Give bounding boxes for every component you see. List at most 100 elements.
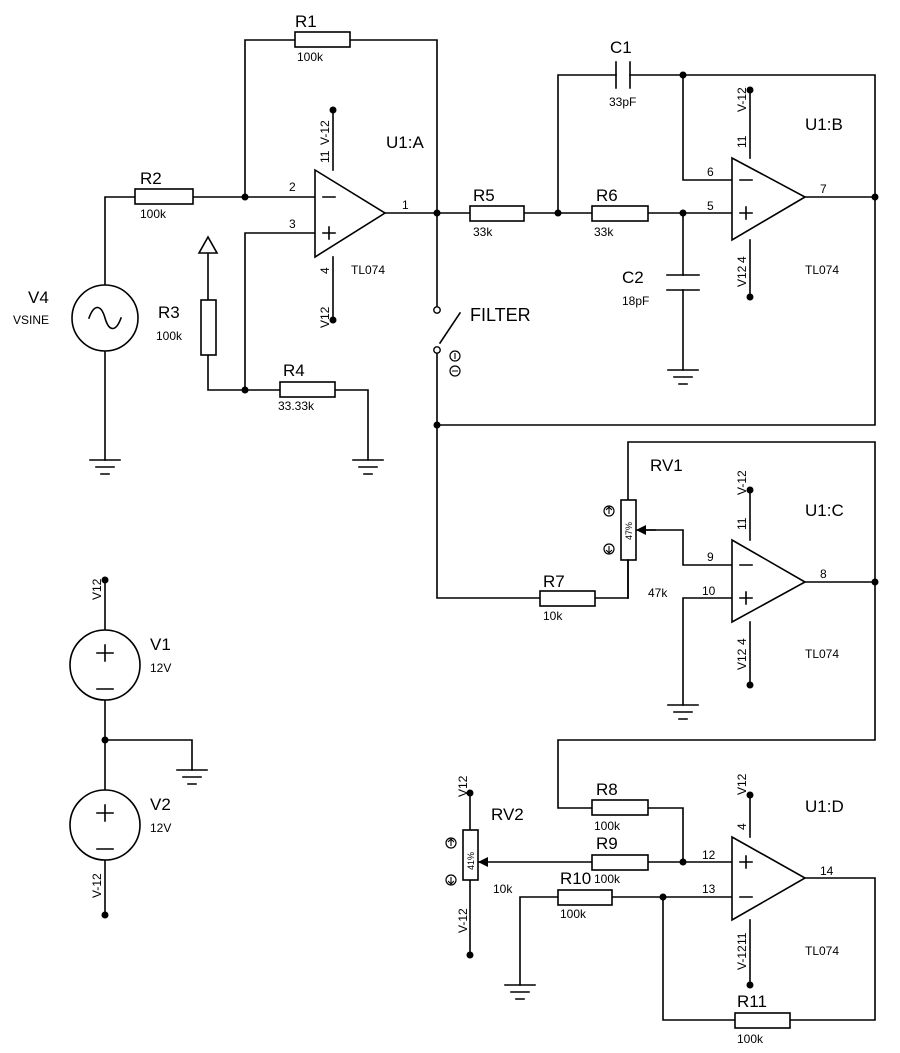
- u1a-part: TL074: [351, 263, 385, 277]
- resistor-r6[interactable]: R6 33k: [591, 186, 649, 239]
- r8-label: R8: [596, 780, 618, 799]
- u1b-pin-out: 7: [820, 182, 827, 196]
- switch-toggle-icon[interactable]: [449, 350, 461, 377]
- v1-value: 12V: [150, 661, 171, 675]
- v2-bottom-rail: V-12: [90, 873, 104, 898]
- u1a-pin-inv: 2: [289, 180, 296, 194]
- opamp-u1c[interactable]: U1:C TL074 9 10 8 11 4 V-12 V12: [702, 470, 844, 670]
- r3-value: 100k: [156, 329, 183, 343]
- u1b-pin-vpos: 11: [735, 135, 749, 148]
- opamp-u1a[interactable]: U1:A TL074 2 3 1 11 4 V-12 V12: [289, 120, 424, 328]
- rv1-label: RV1: [650, 456, 683, 475]
- v2-value: 12V: [150, 821, 171, 835]
- arrow-down-icon[interactable]: [603, 543, 615, 555]
- u1a-rail-top: V-12: [318, 120, 332, 145]
- ground-symbols: [89, 369, 699, 1000]
- resistor-r7[interactable]: R7 10k: [539, 572, 596, 623]
- r11-label: R11: [737, 992, 767, 1011]
- v1-label: V1: [150, 635, 171, 654]
- r3-label: R3: [158, 303, 180, 322]
- u1a-pin-out: 1: [402, 198, 409, 212]
- c2-value: 18pF: [622, 294, 649, 308]
- r10-value: 100k: [560, 907, 587, 921]
- potentiometer-rv2[interactable]: 41% RV2 10k V12 V-12: [445, 775, 524, 933]
- u1d-label: U1:D: [805, 797, 844, 816]
- resistor-r9[interactable]: R9 100k: [591, 834, 649, 886]
- rv2-value: 10k: [493, 882, 513, 896]
- r1-value: 100k: [297, 50, 324, 64]
- switch-label: FILTER: [470, 305, 531, 325]
- resistor-r1[interactable]: R1 100k: [294, 12, 351, 64]
- ground-icon: [176, 769, 208, 785]
- r2-value: 100k: [140, 207, 167, 221]
- ground-icon: [89, 459, 121, 475]
- u1b-pin-noninv: 5: [707, 199, 714, 213]
- source-v2[interactable]: V2 12V V-12: [69, 789, 171, 898]
- rv1-value: 47k: [648, 586, 668, 600]
- opamp-u1d[interactable]: U1:D TL074 13 12 14 4 11 V12 V-12: [702, 773, 844, 970]
- r9-value: 100k: [594, 872, 621, 886]
- r7-label: R7: [543, 572, 565, 591]
- u1d-pin-vneg: 11: [735, 932, 749, 945]
- u1c-pin-vneg: 4: [735, 638, 749, 645]
- resistor-r2[interactable]: R2 100k: [134, 169, 194, 221]
- rv2-label: RV2: [491, 805, 524, 824]
- resistor-r8[interactable]: R8 100k: [591, 780, 649, 833]
- r4-label: R4: [283, 361, 305, 380]
- u1d-pin-inv: 13: [702, 882, 716, 896]
- resistor-r4[interactable]: R4 33.33k: [278, 361, 336, 413]
- source-v4[interactable]: V4 VSINE: [13, 284, 139, 352]
- r11-value: 100k: [737, 1032, 764, 1046]
- resistor-r11[interactable]: R11 100k: [734, 992, 791, 1046]
- u1b-rail-top: V-12: [735, 87, 749, 112]
- u1c-rail-top: V-12: [735, 470, 749, 495]
- v2-label: V2: [150, 795, 171, 814]
- resistor-r3[interactable]: R3 100k: [156, 235, 219, 356]
- rv2-top-rail: V12: [456, 775, 470, 797]
- u1c-pin-inv: 9: [707, 550, 714, 564]
- u1d-pin-out: 14: [820, 864, 834, 878]
- u1a-pin-noninv: 3: [289, 217, 296, 231]
- ground-icon: [667, 369, 699, 385]
- potentiometer-rv1[interactable]: 47% RV1 47k: [603, 456, 683, 600]
- ground-icon: [667, 704, 699, 720]
- u1b-part: TL074: [805, 263, 839, 277]
- c1-value: 33pF: [609, 95, 636, 109]
- rv1-percent: 47%: [624, 522, 634, 540]
- u1c-label: U1:C: [805, 501, 844, 520]
- u1b-pin-vneg: 4: [735, 256, 749, 263]
- resistor-r5[interactable]: R5 33k: [469, 186, 525, 239]
- u1d-pin-vpos: 4: [735, 823, 749, 830]
- u1d-pin-noninv: 12: [702, 848, 716, 862]
- ground-icon: [352, 459, 384, 475]
- r5-label: R5: [473, 186, 495, 205]
- capacitor-c1[interactable]: C1 33pF: [609, 38, 636, 109]
- u1d-part: TL074: [805, 944, 839, 958]
- r7-value: 10k: [543, 609, 563, 623]
- u1b-rail-bottom: V12: [735, 265, 749, 287]
- rv2-percent: 41%: [466, 852, 476, 870]
- opamp-u1b[interactable]: U1:B TL074 6 5 7 11 4 V-12 V12: [707, 87, 843, 287]
- capacitor-c2[interactable]: C2 18pF: [622, 268, 700, 308]
- v1-top-rail: V12: [90, 578, 104, 600]
- r8-value: 100k: [594, 819, 621, 833]
- r6-label: R6: [596, 186, 618, 205]
- r4-value: 33.33k: [278, 399, 315, 413]
- r6-value: 33k: [594, 225, 614, 239]
- c1-label: C1: [610, 38, 632, 57]
- switch-filter[interactable]: FILTER: [433, 305, 531, 377]
- u1a-rail-bottom: V12: [318, 306, 332, 328]
- u1a-pin-vpos: 11: [318, 150, 332, 163]
- u1c-pin-vpos: 11: [735, 517, 749, 530]
- r5-value: 33k: [473, 225, 493, 239]
- u1c-part: TL074: [805, 647, 839, 661]
- arrow-up-icon[interactable]: [445, 837, 457, 849]
- r1-label: R1: [295, 12, 317, 31]
- resistor-r10[interactable]: R10 100k: [557, 869, 613, 921]
- arrow-up-icon[interactable]: [603, 505, 615, 517]
- source-v1[interactable]: V1 12V V12: [69, 578, 171, 701]
- u1b-pin-inv: 6: [707, 165, 714, 179]
- arrow-down-icon[interactable]: [445, 874, 457, 886]
- u1b-label: U1:B: [805, 115, 843, 134]
